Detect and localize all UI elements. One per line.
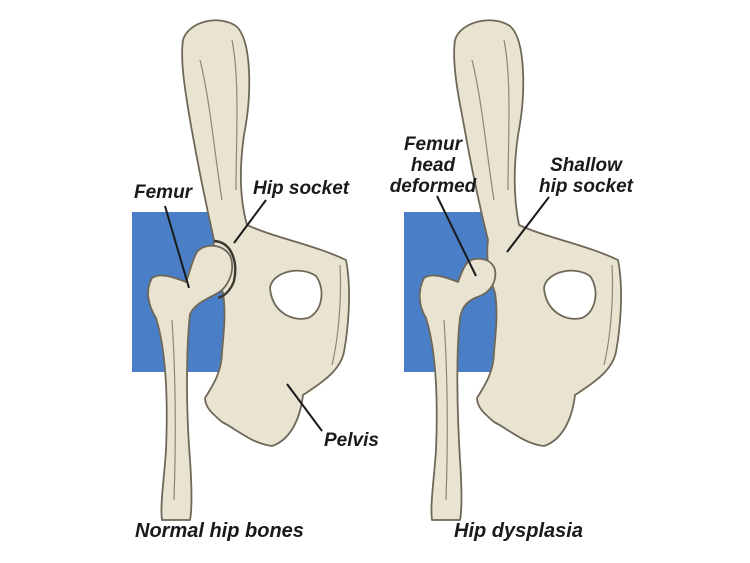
femur-head-line-3: deformed	[389, 176, 477, 197]
normal-caption: Normal hip bones	[135, 520, 304, 542]
dysplasia-pelvis	[453, 19, 622, 447]
normal-pelvis	[181, 19, 350, 447]
dysplasia-caption: Hip dysplasia	[454, 520, 583, 542]
femur-head-line-2: head	[410, 155, 456, 176]
femur-head-deformed-label: Femur head deformed	[383, 134, 483, 197]
hip-socket-leader-line	[233, 199, 267, 244]
dysplasia-pelvis-hole	[543, 269, 597, 320]
dysplasia-femur	[418, 257, 497, 521]
pelvis-label: Pelvis	[324, 430, 379, 451]
femur-head-leader-line	[436, 195, 477, 277]
femur-head-line-1: Femur	[403, 134, 463, 155]
normal-hip-figure	[132, 19, 350, 521]
normal-femur	[147, 244, 233, 521]
normal-pelvis-hole	[269, 269, 323, 320]
dysplasia-hip-figure	[404, 19, 622, 521]
shallow-line-2: hip socket	[539, 176, 633, 197]
hip-socket-label: Hip socket	[253, 178, 350, 199]
normal-hip-socket-rim	[213, 239, 237, 300]
pelvis-leader-line	[286, 383, 323, 432]
shallow-socket-leader-line	[506, 196, 550, 253]
shallow-hip-socket-label: Shallow hip socket	[526, 155, 646, 197]
shallow-line-1: Shallow	[550, 155, 622, 176]
femur-leader-line	[164, 205, 190, 289]
femur-label: Femur	[134, 182, 193, 203]
